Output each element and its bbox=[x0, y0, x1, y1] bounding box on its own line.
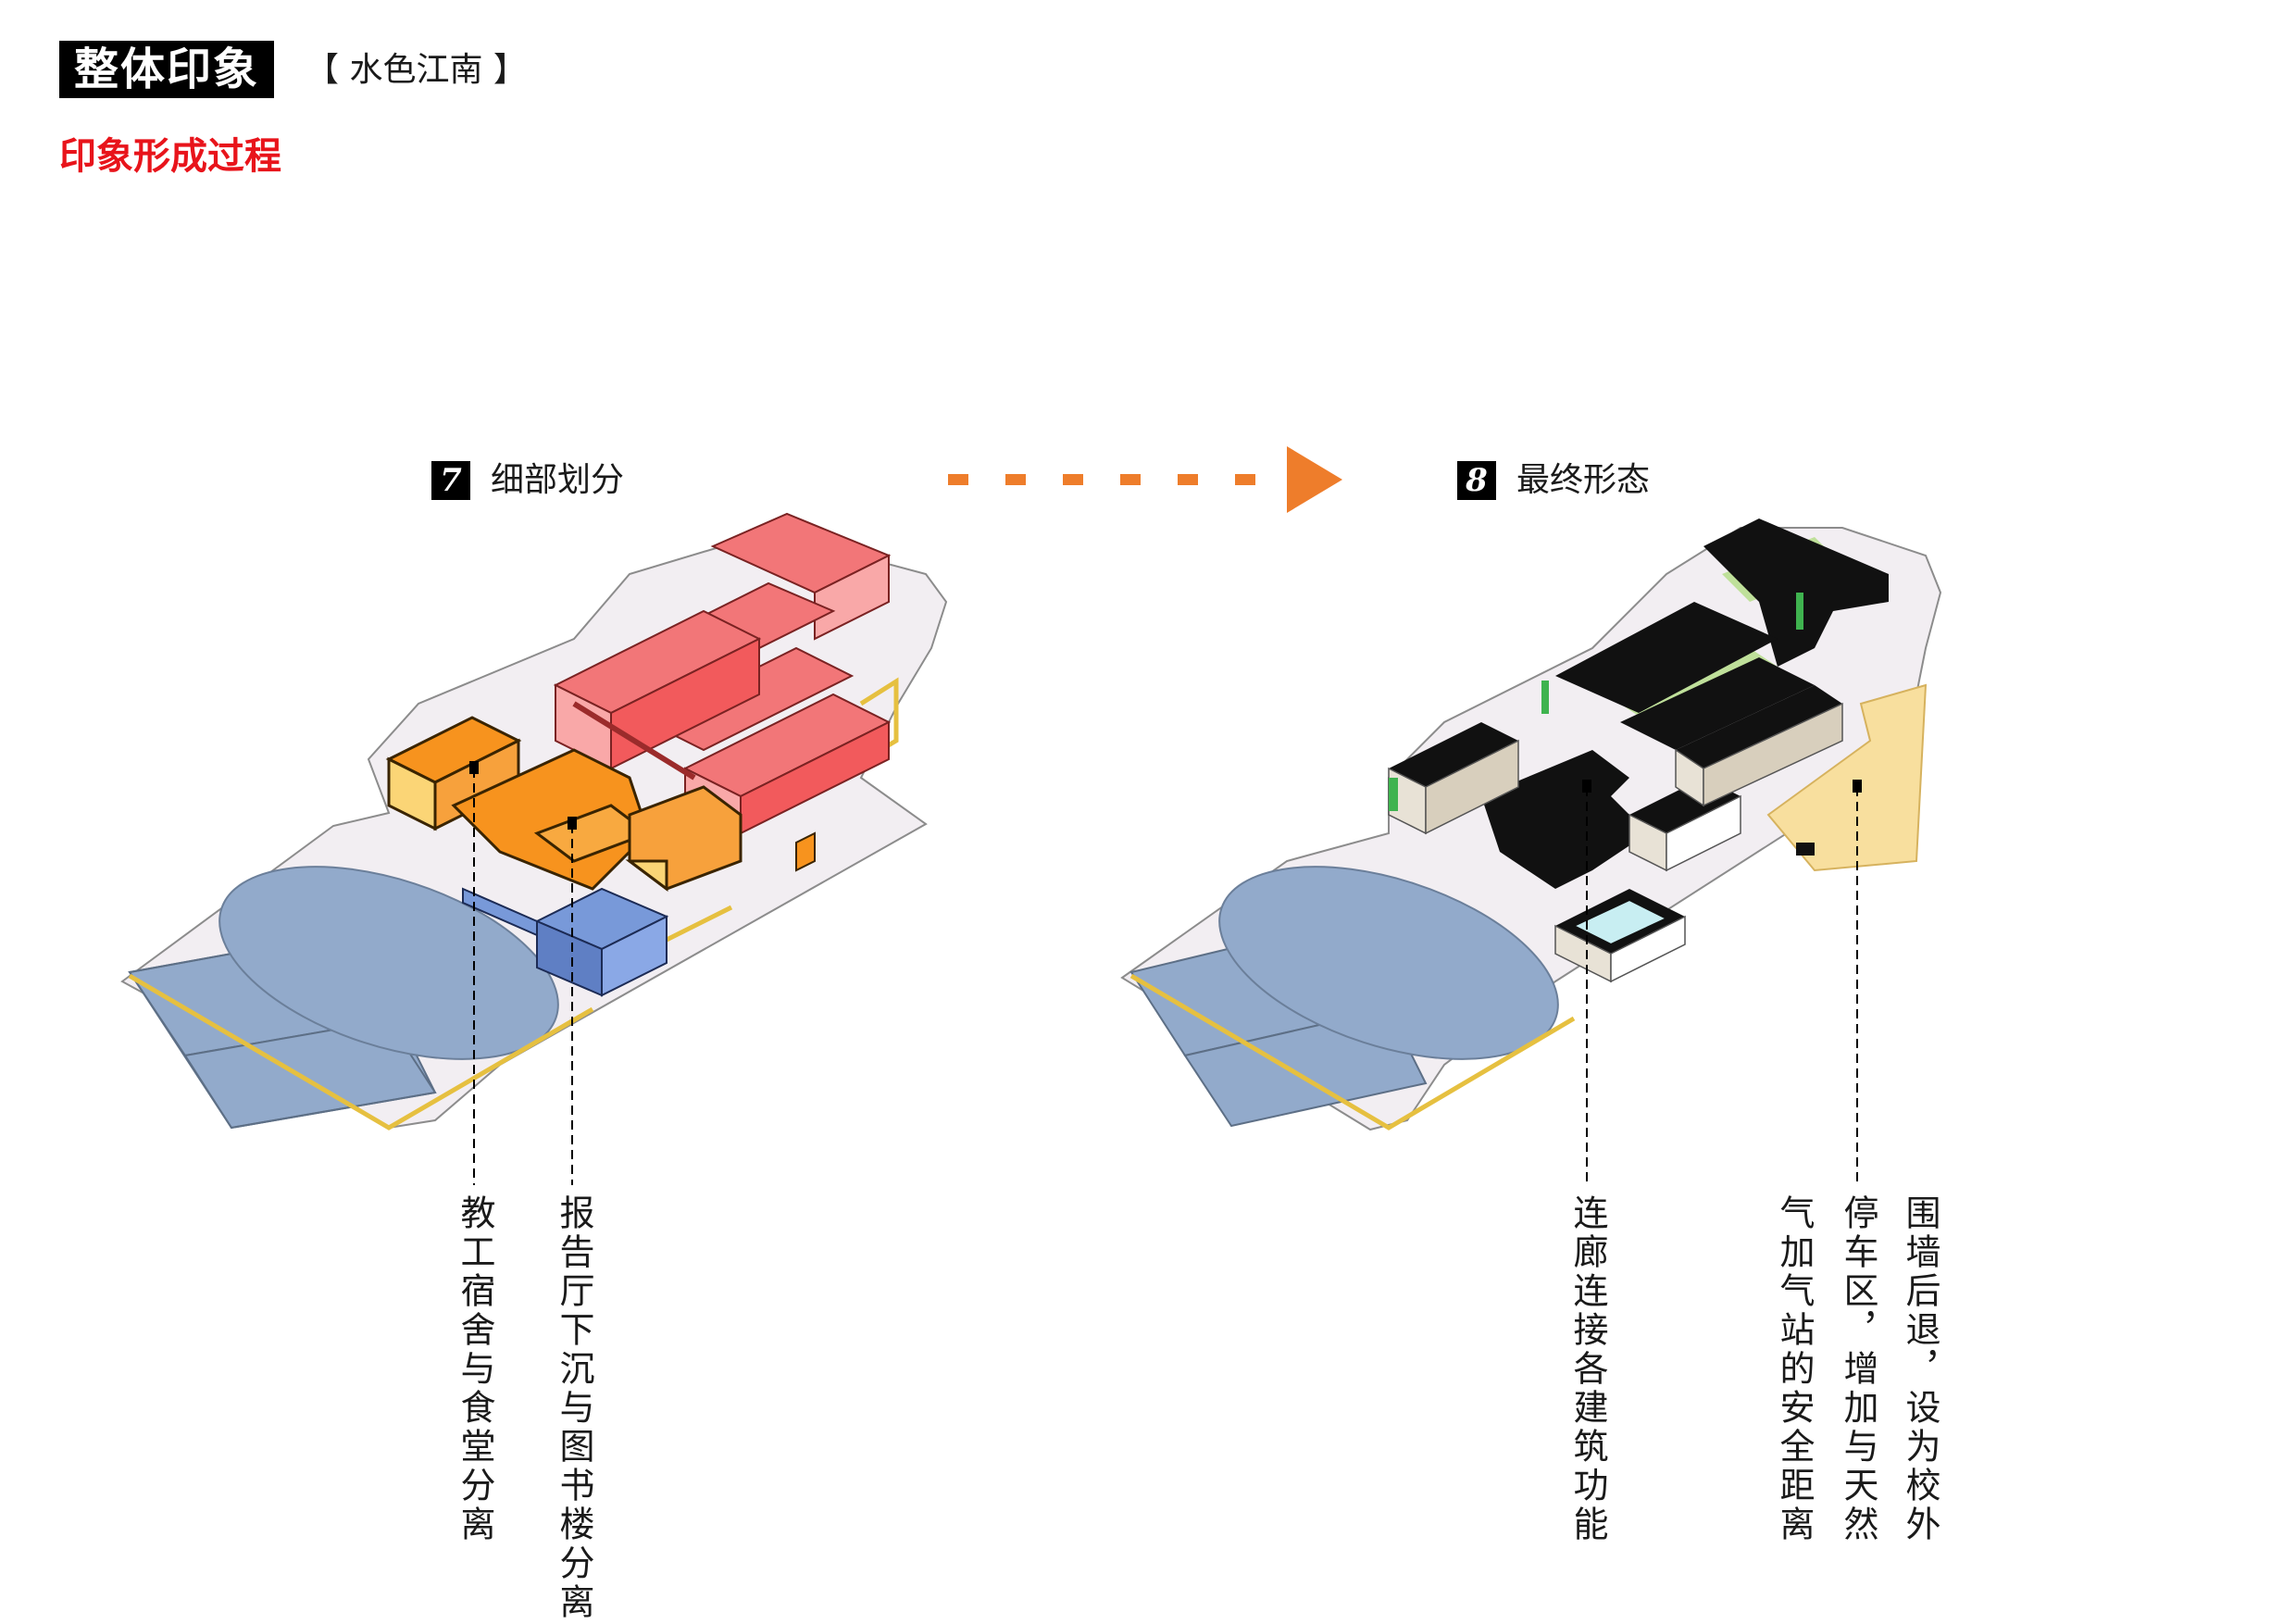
gas-station-box bbox=[1796, 843, 1815, 856]
section-heading: 印象形成过程 bbox=[59, 135, 281, 178]
building-walls bbox=[1388, 702, 1843, 983]
orange-blocks bbox=[385, 716, 742, 892]
site-model-step7 bbox=[120, 512, 948, 1185]
glass-atrium bbox=[1571, 898, 1669, 946]
page-subtitle: 【 水色江南 】 bbox=[306, 51, 527, 89]
page-title: 整体印象 bbox=[59, 41, 275, 98]
step-7-header: 7 细部划分 bbox=[431, 461, 624, 500]
step-8-header: 8 最终形态 bbox=[1457, 461, 1650, 500]
red-connector bbox=[572, 701, 696, 781]
annotation-dorm-canteen: 教工宿舍与食堂分离 bbox=[455, 1194, 495, 1544]
sports-field bbox=[1129, 866, 1576, 1131]
annotation-parking-line1: 气加气站的安全距离 bbox=[1774, 1194, 1815, 1544]
site-model-step8 bbox=[1120, 518, 1942, 1185]
annotation-corridor: 连廊连接各建筑功能 bbox=[1567, 1194, 1608, 1544]
annotation-parking-line3: 围墙后退，设为校外 bbox=[1900, 1194, 1940, 1544]
green-facades bbox=[1389, 593, 1803, 811]
parking-area bbox=[1766, 683, 1928, 872]
transition-arrow bbox=[948, 446, 1342, 513]
annotation-hall-library: 报告厅下沉与图书楼分离 bbox=[554, 1194, 594, 1622]
step-8-number: 8 bbox=[1457, 461, 1496, 500]
blue-block bbox=[462, 887, 669, 997]
annotation-parking-line2: 停车区，增加与天然 bbox=[1838, 1194, 1878, 1544]
step-8-label: 最终形态 bbox=[1516, 461, 1651, 499]
step-7-label: 细部划分 bbox=[491, 461, 625, 499]
arrow-head-icon bbox=[1287, 446, 1342, 513]
step-7-number: 7 bbox=[431, 461, 470, 500]
